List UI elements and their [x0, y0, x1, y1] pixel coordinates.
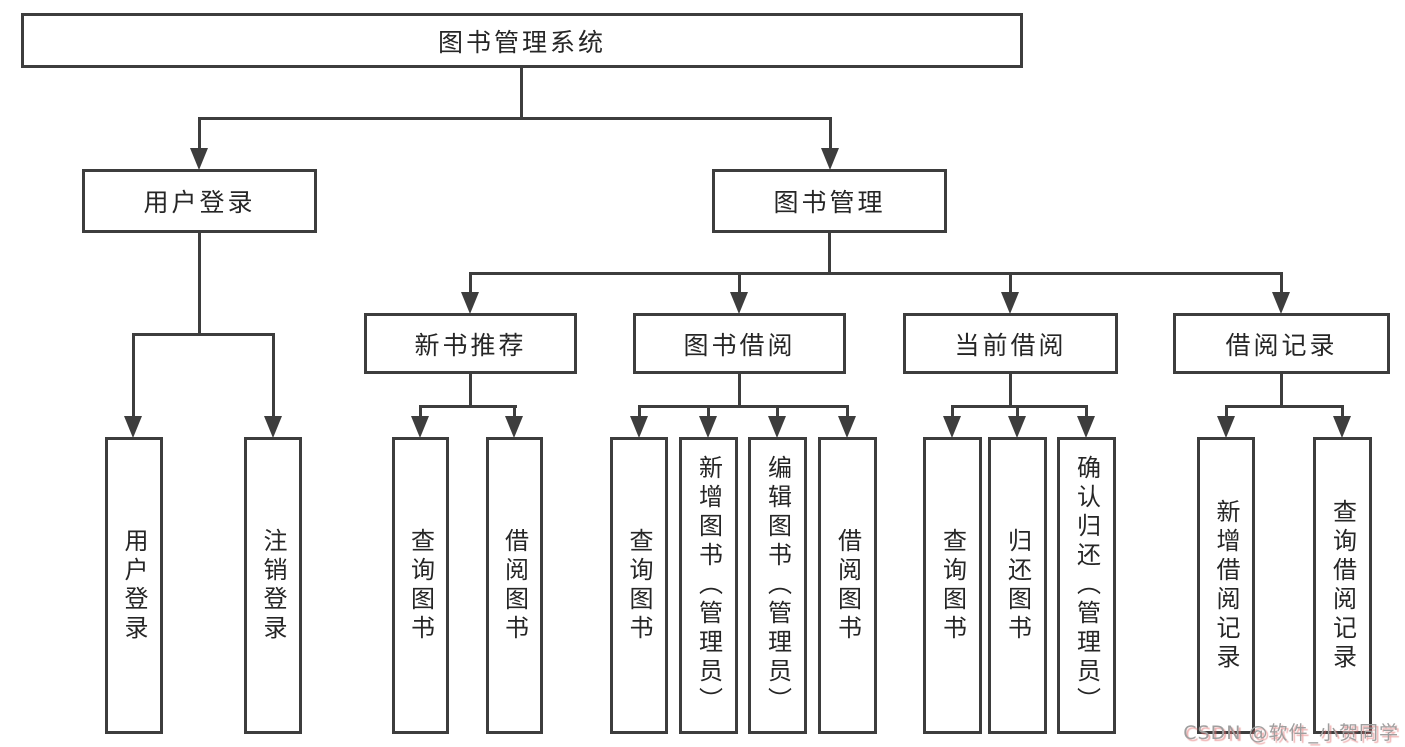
node-borrow-records-label: 借阅记录: [1225, 330, 1338, 360]
node-book-borrow: 图书借阅: [633, 313, 846, 374]
connector-vline: [1016, 405, 1019, 419]
node-book-mgmt: 图书管理: [712, 169, 947, 233]
leaf-add-borrow-record-label: 新增借阅记录: [1212, 498, 1240, 673]
connector-vline: [198, 117, 201, 150]
connector-hline: [132, 333, 275, 336]
arrow-down-icon: [264, 416, 282, 438]
leaf-confirm-return-admin-label: 确认归还（管理员）: [1072, 455, 1101, 716]
arrow-down-icon: [1217, 416, 1235, 438]
connector-vline: [1225, 405, 1228, 419]
connector-vline: [198, 233, 201, 336]
arrow-down-icon: [838, 416, 856, 438]
node-root-label: 图书管理系统: [437, 27, 606, 57]
connector-vline: [828, 231, 831, 275]
arrow-down-icon: [124, 416, 142, 438]
watermark: CSDN @软件_小贺同学: [1183, 722, 1399, 744]
leaf-query-book-borrow: 查询图书: [610, 437, 668, 734]
node-borrow-records: 借阅记录: [1173, 313, 1390, 374]
connector-hline: [951, 405, 1088, 408]
leaf-query-book-recommend-label: 查询图书: [406, 527, 435, 644]
connector-vline: [738, 272, 741, 295]
arrow-down-icon: [630, 416, 648, 438]
arrow-down-icon: [461, 292, 479, 314]
connector-vline: [132, 333, 135, 419]
leaf-query-book-borrow-label: 查询图书: [625, 527, 653, 644]
connector-vline: [1280, 272, 1283, 295]
connector-hline: [1225, 405, 1344, 408]
leaf-query-borrow-record-label: 查询借阅记录: [1328, 498, 1357, 673]
connector-vline: [469, 272, 472, 295]
connector-vline: [419, 405, 422, 419]
arrow-down-icon: [943, 416, 961, 438]
connector-hline: [419, 405, 517, 408]
connector-vline: [738, 372, 741, 408]
arrow-down-icon: [411, 416, 429, 438]
leaf-edit-book-admin-label: 编辑图书（管理员）: [763, 455, 792, 716]
leaf-borrow-book-label: 借阅图书: [833, 527, 862, 644]
leaf-logout-label: 注销登录: [259, 527, 287, 644]
connector-hline: [638, 405, 849, 408]
arrow-down-icon: [821, 148, 839, 170]
connector-vline: [469, 372, 472, 408]
connector-vline: [707, 405, 710, 419]
connector-vline: [272, 333, 275, 419]
connector-vline: [520, 68, 523, 119]
connector-vline: [1341, 405, 1344, 419]
node-user-login: 用户登录: [82, 169, 317, 233]
connector-hline: [469, 272, 1283, 275]
leaf-add-borrow-record: 新增借阅记录: [1197, 437, 1255, 734]
leaf-query-book-recommend: 查询图书: [392, 437, 449, 734]
arrow-down-icon: [1077, 416, 1095, 438]
leaf-return-book: 归还图书: [988, 437, 1047, 734]
node-book-mgmt-label: 图书管理: [773, 188, 886, 217]
arrow-down-icon: [1001, 292, 1019, 314]
connector-vline: [951, 405, 954, 419]
leaf-query-book-current: 查询图书: [923, 437, 982, 734]
leaf-borrow-book-recommend-label: 借阅图书: [500, 527, 529, 644]
leaf-confirm-return-admin: 确认归还（管理员）: [1057, 437, 1116, 734]
leaf-logout: 注销登录: [244, 437, 302, 734]
arrow-down-icon: [768, 416, 786, 438]
connector-vline: [1085, 405, 1088, 419]
leaf-user-login: 用户登录: [105, 437, 163, 734]
connector-vline: [829, 117, 832, 150]
leaf-borrow-book-recommend: 借阅图书: [486, 437, 543, 734]
leaf-return-book-label: 归还图书: [1003, 527, 1032, 644]
leaf-edit-book-admin: 编辑图书（管理员）: [748, 437, 807, 734]
connector-vline: [846, 405, 849, 419]
leaf-add-book-admin: 新增图书（管理员）: [679, 437, 738, 734]
node-book-borrow-label: 图书借阅: [683, 330, 796, 360]
arrow-down-icon: [1272, 292, 1290, 314]
node-user-login-label: 用户登录: [143, 188, 256, 217]
connector-vline: [1280, 372, 1283, 408]
arrow-down-icon: [1333, 416, 1351, 438]
connector-vline: [638, 405, 641, 419]
leaf-query-book-current-label: 查询图书: [938, 527, 967, 644]
arrow-down-icon: [505, 416, 523, 438]
arrow-down-icon: [1008, 416, 1026, 438]
leaf-query-borrow-record: 查询借阅记录: [1313, 437, 1372, 734]
arrow-down-icon: [730, 292, 748, 314]
connector-vline: [513, 405, 516, 419]
connector-vline: [1009, 272, 1012, 295]
leaf-user-login-label: 用户登录: [120, 527, 148, 644]
connector-hline: [198, 117, 832, 120]
connector-vline: [776, 405, 779, 419]
node-current-borrow-label: 当前借阅: [954, 330, 1067, 360]
node-new-book-recommend: 新书推荐: [364, 313, 577, 374]
node-new-book-recommend-label: 新书推荐: [414, 330, 527, 360]
leaf-add-book-admin-label: 新增图书（管理员）: [694, 455, 723, 716]
arrow-down-icon: [190, 148, 208, 170]
leaf-borrow-book: 借阅图书: [818, 437, 877, 734]
node-current-borrow: 当前借阅: [903, 313, 1118, 374]
node-root: 图书管理系统: [21, 13, 1023, 68]
connector-vline: [1009, 372, 1012, 408]
arrow-down-icon: [699, 416, 717, 438]
